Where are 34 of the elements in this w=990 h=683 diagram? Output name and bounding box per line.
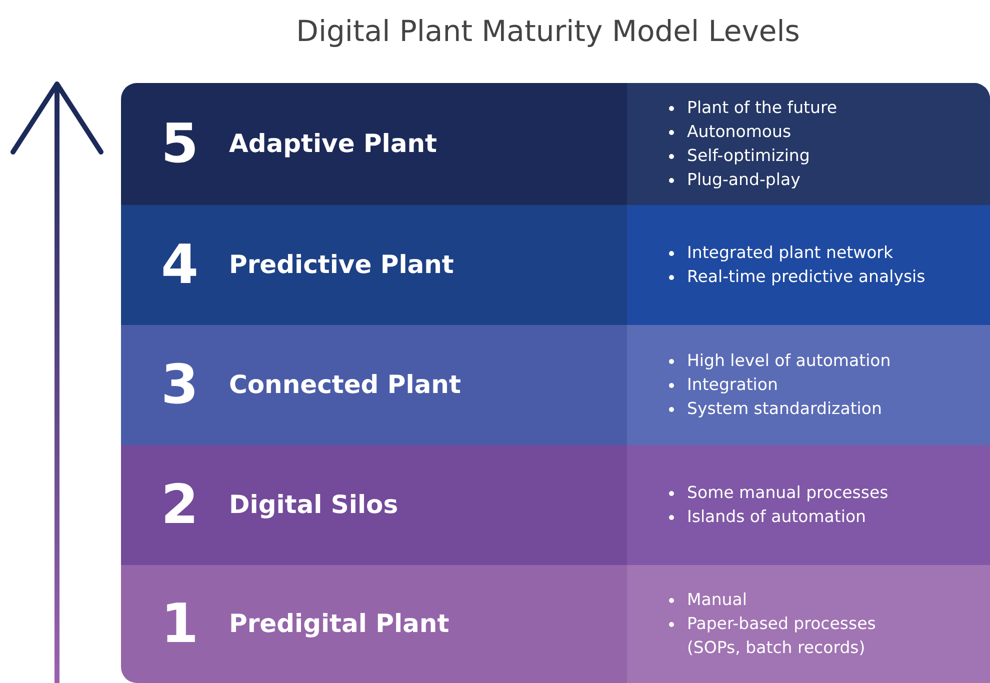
level-name: Adaptive Plant <box>229 131 437 156</box>
level-band <box>121 565 990 683</box>
level-band <box>121 325 990 445</box>
detail-panel <box>627 445 990 565</box>
bullet-item: Self-optimizing <box>687 145 811 167</box>
bullet-item: Plug-and-play <box>687 169 802 191</box>
bullet-item: Manual <box>687 589 748 611</box>
level-band <box>121 205 990 325</box>
detail-panel <box>627 325 990 445</box>
level-number: 1 <box>161 597 199 651</box>
title: Digital Plant Maturity Model Levels <box>295 14 801 48</box>
level-name: Digital Silos <box>229 492 398 517</box>
detail-panel <box>627 83 990 205</box>
bullet-item: System standardization <box>687 398 883 420</box>
bullet-item: Integrated plant network <box>687 242 894 264</box>
level-number: 4 <box>161 238 199 292</box>
level-band <box>121 83 990 205</box>
bullet-item: Some manual processes <box>687 482 890 504</box>
bullet-item: High level of automation <box>687 350 892 372</box>
bullet-item: Real-time predictive analysis <box>687 266 926 288</box>
detail-panel <box>627 565 990 683</box>
bullet-item: Paper-based processes (SOPs, batch records) <box>687 613 877 659</box>
level-number: 5 <box>161 117 199 171</box>
level-name: Predigital Plant <box>229 611 450 636</box>
bullet-item: Islands of automation <box>687 506 868 528</box>
bullet-item: Plant of the future <box>687 97 838 119</box>
bullet-item: Autonomous <box>687 121 792 143</box>
bullet-item: Integration <box>687 374 779 396</box>
level-name: Predictive Plant <box>229 252 454 277</box>
detail-panel <box>627 205 990 325</box>
level-band <box>121 445 990 565</box>
level-name: Connected Plant <box>229 372 461 397</box>
level-number: 2 <box>161 478 199 532</box>
level-number: 3 <box>161 358 199 412</box>
